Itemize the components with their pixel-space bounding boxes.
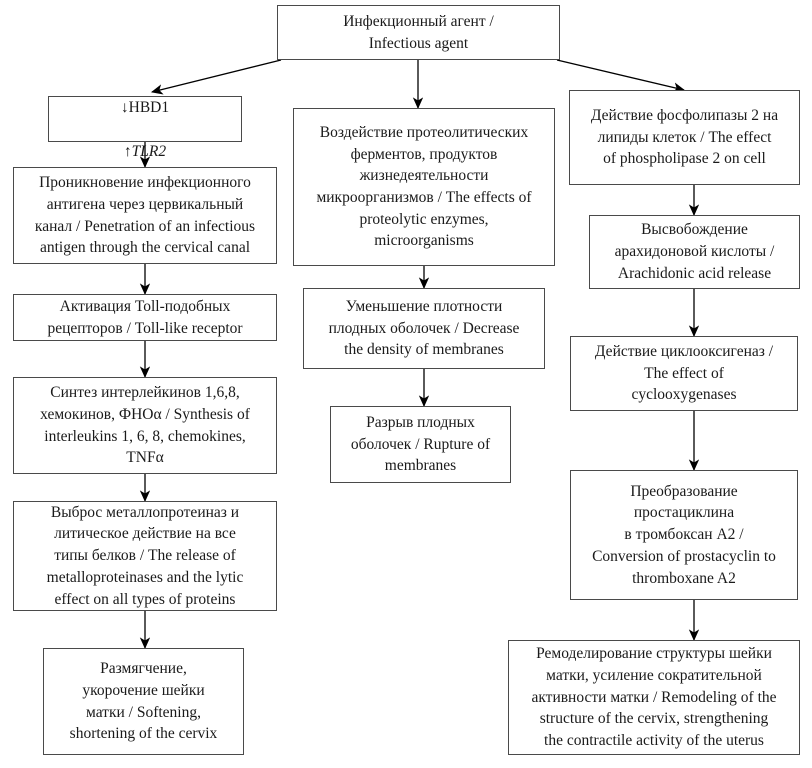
node-cyclooxygenase-effect-label: Действие циклооксигеназ / The effect of … xyxy=(594,342,774,404)
node-proteolytic-enzymes[interactable]: Воздействие протеолитических ферментов, … xyxy=(293,108,555,266)
node-penetration-label: Проникновение инфекционного антигена чер… xyxy=(34,174,256,257)
node-membrane-density-decrease-label: Уменьшение плотности плодных оболочек / … xyxy=(328,297,520,359)
node-tlr2-label: ↑TLR2 xyxy=(123,142,167,160)
node-interleukin-synthesis[interactable]: Синтез интерлейкинов 1,6,8, хемокинов, Ф… xyxy=(13,377,277,474)
node-hbd1-tlr2[interactable]: ↓HBD1 ↑TLR2 xyxy=(48,96,242,160)
node-prostacyclin-conversion-label: Преобразование простациклина в тромбокса… xyxy=(592,482,776,587)
node-interleukin-synthesis-label: Синтез интерлейкинов 1,6,8, хемокинов, Ф… xyxy=(40,384,250,467)
node-phospholipase-effect-label: Действие фосфолипазы 2 на липиды клеток … xyxy=(590,106,779,168)
node-cervix-softening-label: Размягчение, укорочение шейки матки / So… xyxy=(69,660,218,743)
node-membrane-density-decrease[interactable]: Уменьшение плотности плодных оболочек / … xyxy=(303,288,545,369)
node-membrane-rupture-label: Разрыв плодных оболочек / Rupture of mem… xyxy=(350,413,491,475)
node-cyclooxygenase-effect[interactable]: Действие циклооксигеназ / The effect of … xyxy=(570,336,798,411)
node-hbd1-label: ↓HBD1 xyxy=(120,99,170,117)
node-prostacyclin-conversion[interactable]: Преобразование простациклина в тромбокса… xyxy=(570,470,798,600)
node-cervix-remodeling[interactable]: Ремоделирование структуры шейки матки, у… xyxy=(508,640,800,755)
node-cervix-softening[interactable]: Размягчение, укорочение шейки матки / So… xyxy=(43,648,244,755)
node-cervix-remodeling-label: Ремоделирование структуры шейки матки, у… xyxy=(531,645,777,750)
node-toll-like-activation[interactable]: Активация Toll-подобных рецепторов / Tol… xyxy=(13,294,277,341)
node-proteolytic-enzymes-label: Воздействие протеолитических ферментов, … xyxy=(316,123,532,250)
node-infectious-agent[interactable]: Инфекционный агент / Infectious agent xyxy=(277,5,560,60)
edge-root-to-phospholipase xyxy=(556,59,686,93)
node-infectious-agent-label: Инфекционный агент / Infectious agent xyxy=(343,12,494,52)
node-penetration[interactable]: Проникновение инфекционного антигена чер… xyxy=(13,167,277,264)
node-phospholipase-effect[interactable]: Действие фосфолипазы 2 на липиды клеток … xyxy=(569,90,800,185)
node-membrane-rupture[interactable]: Разрыв плодных оболочек / Rupture of mem… xyxy=(330,406,511,483)
node-metalloproteinase-release[interactable]: Выброс металлопротеиназ и литическое дей… xyxy=(13,501,277,611)
node-arachidonic-acid-release-label: Высвобождение арахидоновой кислоты / Ara… xyxy=(614,221,775,282)
node-arachidonic-acid-release[interactable]: Высвобождение арахидоновой кислоты / Ara… xyxy=(589,215,800,289)
node-metalloproteinase-release-label: Выброс металлопротеиназ и литическое дей… xyxy=(46,503,244,608)
node-toll-like-activation-label: Активация Toll-подобных рецепторов / Tol… xyxy=(47,297,243,337)
